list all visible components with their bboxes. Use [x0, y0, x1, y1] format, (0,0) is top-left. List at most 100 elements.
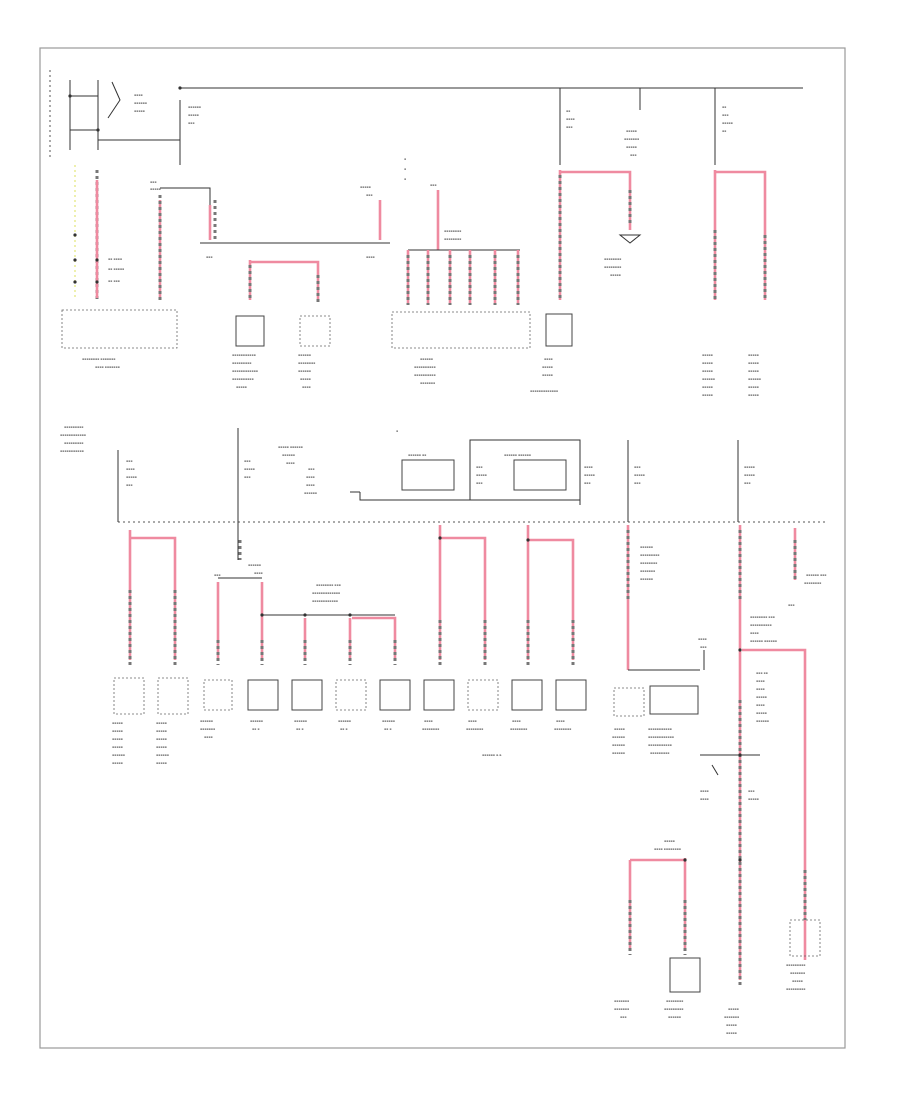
svg-text:▪▪▪▪▪: ▪▪▪▪▪: [726, 1023, 737, 1027]
svg-text:▪▪▪▪▪▪: ▪▪▪▪▪▪: [200, 719, 213, 723]
svg-text:▪▪▪▪: ▪▪▪▪: [756, 687, 765, 691]
svg-text:▪▪▪ ▪▪: ▪▪▪ ▪▪: [756, 671, 768, 675]
svg-text:▪▪▪▪▪▪ ▪▪▪: ▪▪▪▪▪▪ ▪▪▪: [806, 573, 826, 577]
svg-text:▪▪▪▪▪: ▪▪▪▪▪: [702, 353, 713, 357]
svg-text:▪▪▪▪▪▪▪: ▪▪▪▪▪▪▪: [420, 381, 435, 385]
module-center: ▪▪▪ ▪▪▪▪▪▪▪▪▪▪▪▪▪▪▪▪ ▪▪▪▪▪▪▪▪▪▪▪▪▪▪▪▪▪▪▪…: [391, 183, 531, 385]
svg-text:▪▪▪▪▪▪▪▪▪▪▪: ▪▪▪▪▪▪▪▪▪▪▪: [232, 353, 256, 357]
svg-text:▪▪▪▪▪▪: ▪▪▪▪▪▪: [612, 743, 625, 747]
svg-text:▪▪▪: ▪▪▪: [634, 465, 640, 469]
fuse-640: ▪▪▪▪▪▪▪▪▪▪▪▪▪▪▪▪▪▪▪▪: [624, 88, 641, 157]
svg-text:▪▪▪▪▪▪: ▪▪▪▪▪▪: [420, 357, 433, 361]
svg-text:▪▪▪▪▪▪▪▪: ▪▪▪▪▪▪▪▪: [640, 561, 657, 565]
svg-text:▪▪▪▪▪▪▪▪ ▪▪▪: ▪▪▪▪▪▪▪▪ ▪▪▪: [750, 615, 775, 619]
svg-text:▪▪▪▪▪▪▪: ▪▪▪▪▪▪▪: [640, 569, 655, 573]
svg-text:▪▪▪▪: ▪▪▪▪: [584, 465, 593, 469]
svg-text:▪▪▪▪: ▪▪▪▪: [204, 735, 213, 739]
svg-text:▪▪▪▪: ▪▪▪▪: [756, 679, 765, 683]
svg-text:▪▪▪▪▪: ▪▪▪▪▪: [112, 745, 123, 749]
svg-text:▪▪▪▪▪▪: ▪▪▪▪▪▪: [304, 491, 317, 495]
svg-text:▪▪▪▪▪: ▪▪▪▪▪: [664, 839, 675, 843]
svg-text:▪▪▪▪▪: ▪▪▪▪▪: [722, 121, 733, 125]
module-ground-left: ▪▪▪▪▪▪▪▪▪▪▪▪▪▪▪▪▪▪▪▪▪▪▪▪▪▪▪▪▪▪▪▪▪▪▪▪▪▪▪▪…: [232, 260, 331, 389]
svg-text:▪▪▪: ▪▪▪: [584, 481, 590, 485]
svg-text:▪▪▪▪: ▪▪▪▪: [556, 719, 565, 723]
svg-text:▪▪▪: ▪▪▪: [476, 465, 482, 469]
svg-text:▪▪▪▪▪▪▪▪: ▪▪▪▪▪▪▪▪: [444, 229, 461, 233]
svg-text:▪▪▪▪▪▪▪▪▪▪▪: ▪▪▪▪▪▪▪▪▪▪▪: [648, 727, 672, 731]
svg-text:▪▪▪: ▪▪▪: [748, 789, 754, 793]
svg-text:▪▪▪▪▪: ▪▪▪▪▪: [748, 369, 759, 373]
svg-text:▪▪▪▪▪▪ ▪▪▪▪▪▪: ▪▪▪▪▪▪ ▪▪▪▪▪▪: [750, 639, 777, 643]
svg-text:▪▪▪▪▪▪▪▪▪▪▪▪: ▪▪▪▪▪▪▪▪▪▪▪▪: [648, 735, 674, 739]
svg-text:▪▪ ▪: ▪▪ ▪: [340, 727, 348, 731]
svg-text:▪▪▪▪▪▪▪▪: ▪▪▪▪▪▪▪▪: [444, 237, 461, 241]
svg-text:▪▪▪▪▪▪▪▪▪▪: ▪▪▪▪▪▪▪▪▪▪: [414, 373, 436, 377]
svg-text:▪▪▪▪▪▪▪▪▪: ▪▪▪▪▪▪▪▪▪: [64, 425, 83, 429]
svg-text:▪▪▪▪▪: ▪▪▪▪▪: [744, 465, 755, 469]
svg-text:▪▪▪▪▪▪▪▪▪: ▪▪▪▪▪▪▪▪▪: [786, 963, 805, 967]
svg-text:▪▪▪▪: ▪▪▪▪: [756, 703, 765, 707]
svg-text:▪: ▪: [404, 177, 406, 181]
svg-text:▪▪▪▪▪: ▪▪▪▪▪: [126, 475, 137, 479]
svg-text:▪▪▪: ▪▪▪: [430, 183, 436, 187]
svg-text:▪▪▪▪▪: ▪▪▪▪▪: [150, 187, 161, 191]
svg-text:▪▪▪▪▪▪▪▪: ▪▪▪▪▪▪▪▪: [298, 361, 315, 365]
svg-text:▪▪▪▪▪▪▪▪▪▪: ▪▪▪▪▪▪▪▪▪▪: [232, 377, 254, 381]
svg-text:▪▪▪: ▪▪▪: [744, 481, 750, 485]
svg-text:▪▪▪▪▪▪▪▪▪: ▪▪▪▪▪▪▪▪▪: [786, 987, 805, 991]
svg-text:▪▪▪▪▪: ▪▪▪▪▪: [610, 273, 621, 277]
svg-text:▪▪▪▪: ▪▪▪▪: [306, 475, 315, 479]
svg-text:▪▪▪▪: ▪▪▪▪: [302, 385, 311, 389]
svg-text:▪▪▪▪▪: ▪▪▪▪▪: [748, 393, 759, 397]
svg-text:▪▪▪▪▪: ▪▪▪▪▪: [744, 473, 755, 477]
svg-text:▪▪▪▪▪: ▪▪▪▪▪: [614, 727, 625, 731]
svg-text:▪▪ ▪▪▪: ▪▪ ▪▪▪: [108, 279, 120, 283]
svg-text:▪▪▪▪ ▪▪▪▪▪▪▪: ▪▪▪▪ ▪▪▪▪▪▪▪: [95, 365, 120, 369]
svg-text:▪▪▪▪▪: ▪▪▪▪▪: [626, 145, 637, 149]
svg-text:▪▪▪▪▪▪▪▪▪▪▪: ▪▪▪▪▪▪▪▪▪▪▪: [60, 449, 84, 453]
svg-text:▪▪▪▪▪: ▪▪▪▪▪: [156, 729, 167, 733]
svg-text:▪▪▪▪▪▪: ▪▪▪▪▪▪: [250, 719, 263, 723]
svg-text:▪▪▪▪▪: ▪▪▪▪▪: [728, 1007, 739, 1011]
svg-text:▪▪▪▪: ▪▪▪▪: [254, 571, 263, 575]
svg-text:▪▪▪▪▪▪▪▪ ▪▪▪▪▪▪▪: ▪▪▪▪▪▪▪▪ ▪▪▪▪▪▪▪: [82, 357, 115, 361]
svg-text:▪▪▪▪▪▪: ▪▪▪▪▪▪: [248, 563, 261, 567]
svg-text:▪▪▪▪▪▪: ▪▪▪▪▪▪: [294, 719, 307, 723]
module-right-560: ▪▪▪▪▪▪▪▪▪ ▪▪▪▪▪▪▪▪▪▪▪▪▪▪▪▪▪▪▪▪▪ ▪▪▪▪▪▪▪▪…: [530, 88, 642, 393]
svg-text:▪▪▪▪▪: ▪▪▪▪▪: [360, 185, 371, 189]
svg-text:▪▪▪▪▪▪▪▪▪▪▪: ▪▪▪▪▪▪▪▪▪▪▪: [648, 743, 672, 747]
svg-text:▪▪▪▪▪: ▪▪▪▪▪: [112, 761, 123, 765]
bottom-right-section: ▪▪▪▪▪▪ ▪▪▪▪▪▪▪▪▪▪▪ ▪▪▪ ▪▪▪▪▪▪▪▪ ▪▪▪▪▪▪▪▪…: [614, 525, 826, 1035]
svg-text:▪▪▪▪: ▪▪▪▪: [134, 93, 143, 97]
svg-text:▪▪▪▪: ▪▪▪▪: [424, 719, 433, 723]
svg-text:▪▪▪▪: ▪▪▪▪: [750, 631, 759, 635]
svg-text:▪▪▪▪▪: ▪▪▪▪▪: [748, 797, 759, 801]
svg-text:▪▪▪▪▪▪: ▪▪▪▪▪▪: [134, 101, 147, 105]
svg-text:▪▪▪▪▪: ▪▪▪▪▪: [756, 711, 767, 715]
svg-text:▪▪▪: ▪▪▪: [700, 645, 706, 649]
svg-text:▪▪▪: ▪▪▪: [308, 467, 314, 471]
svg-text:▪▪▪▪▪▪▪: ▪▪▪▪▪▪▪: [724, 1015, 739, 1019]
svg-text:▪▪▪▪▪: ▪▪▪▪▪: [542, 373, 553, 377]
svg-text:▪▪▪: ▪▪▪: [566, 125, 572, 129]
svg-text:▪▪▪▪▪: ▪▪▪▪▪: [748, 385, 759, 389]
svg-text:▪▪▪▪▪: ▪▪▪▪▪: [134, 109, 145, 113]
svg-text:▪▪▪: ▪▪▪: [788, 603, 794, 607]
svg-text:▪▪▪▪: ▪▪▪▪: [306, 483, 315, 487]
svg-text:▪▪▪▪▪▪: ▪▪▪▪▪▪: [338, 719, 351, 723]
svg-text:▪▪▪▪▪▪▪▪▪: ▪▪▪▪▪▪▪▪▪: [650, 751, 669, 755]
svg-text:▪▪▪▪▪▪▪▪: ▪▪▪▪▪▪▪▪: [422, 727, 439, 731]
svg-text:▪▪▪▪▪▪▪▪▪: ▪▪▪▪▪▪▪▪▪: [64, 441, 83, 445]
svg-text:▪▪▪: ▪▪▪: [126, 459, 132, 463]
svg-text:▪▪▪: ▪▪▪: [214, 573, 220, 577]
svg-text:▪▪▪: ▪▪▪: [206, 255, 212, 259]
svg-text:▪▪▪▪▪▪: ▪▪▪▪▪▪: [298, 369, 311, 373]
fuse-380: ▪▪▪▪▪▪▪▪ ▪▪▪▪ ▪▪▪: [360, 157, 406, 259]
svg-text:▪▪▪▪▪: ▪▪▪▪▪: [156, 721, 167, 725]
svg-text:▪▪▪▪▪▪▪: ▪▪▪▪▪▪▪: [614, 1007, 629, 1011]
svg-text:▪▪▪▪▪▪: ▪▪▪▪▪▪: [298, 353, 311, 357]
svg-text:▪▪▪▪▪: ▪▪▪▪▪: [542, 365, 553, 369]
svg-text:▪▪▪▪ ▪▪▪▪▪▪▪▪: ▪▪▪▪ ▪▪▪▪▪▪▪▪: [654, 847, 681, 851]
